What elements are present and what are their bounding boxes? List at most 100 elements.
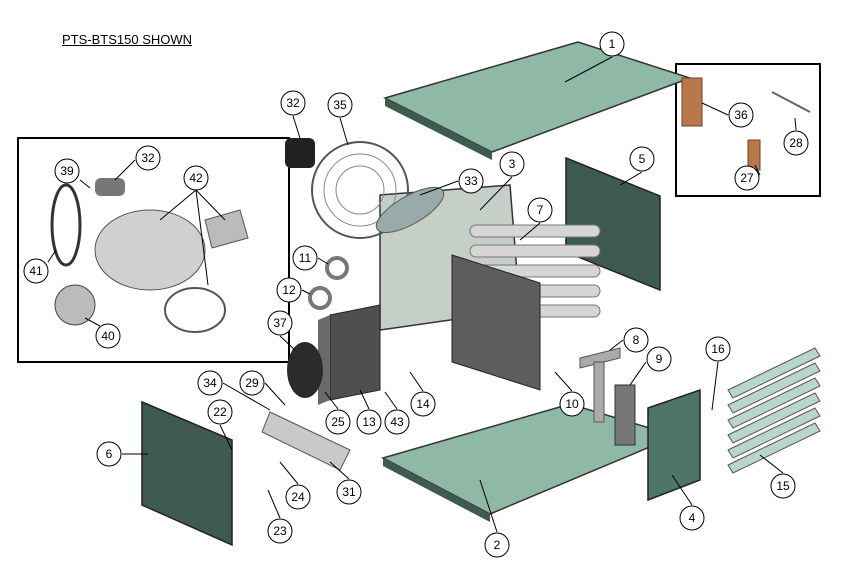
callout-13: 13 <box>356 389 382 435</box>
bracket <box>579 347 621 369</box>
callout-16: 16 <box>705 336 731 411</box>
callout-8: 8 <box>609 327 649 353</box>
fan-guard <box>311 141 409 239</box>
callout-39: 39 <box>54 158 91 189</box>
svg-text:9: 9 <box>656 352 663 366</box>
svg-text:37: 37 <box>273 316 287 330</box>
pulley <box>54 284 96 326</box>
svg-text:43: 43 <box>390 415 404 429</box>
svg-text:29: 29 <box>245 376 259 390</box>
callout-42: 42 <box>159 165 226 286</box>
callout-35: 35 <box>327 92 353 146</box>
callout-14: 14 <box>409 371 436 417</box>
louvers <box>727 347 821 474</box>
callout-2: 2 <box>479 479 510 558</box>
svg-text:13: 13 <box>362 415 376 429</box>
svg-text:25: 25 <box>331 415 345 429</box>
callout-34: 34 <box>197 370 271 411</box>
blower-wheel <box>164 287 226 333</box>
side-panel <box>647 388 701 502</box>
callout-10: 10 <box>554 371 585 417</box>
svg-text:6: 6 <box>106 447 113 461</box>
fan-blade <box>375 186 445 234</box>
callout-9: 9 <box>629 346 672 386</box>
callout-28: 28 <box>783 117 809 156</box>
svg-text:5: 5 <box>639 152 646 166</box>
svg-text:15: 15 <box>776 479 790 493</box>
svg-text:32: 32 <box>141 151 155 165</box>
callout-41: 41 <box>23 249 57 284</box>
svg-text:8: 8 <box>633 333 640 347</box>
callout-25: 25 <box>324 391 351 435</box>
callout-1: 1 <box>564 31 625 83</box>
callout-4: 4 <box>671 474 705 531</box>
svg-text:36: 36 <box>734 108 748 122</box>
gasket-ring-11 <box>325 256 349 280</box>
blower-inset-box <box>17 137 290 363</box>
svg-text:27: 27 <box>740 171 754 185</box>
control-plate <box>681 77 703 127</box>
svg-text:10: 10 <box>565 397 579 411</box>
belt <box>50 183 82 267</box>
callout-33: 33 <box>419 168 484 196</box>
svg-text:39: 39 <box>60 164 74 178</box>
svg-text:2: 2 <box>494 538 501 552</box>
svg-text:16: 16 <box>711 342 725 356</box>
part-9 <box>614 384 636 446</box>
svg-text:40: 40 <box>101 329 115 343</box>
callout-7: 7 <box>519 197 553 241</box>
svg-text:7: 7 <box>537 203 544 217</box>
callout-32-inset: 32 <box>114 145 161 181</box>
sensor-rod <box>771 91 811 113</box>
callout-5: 5 <box>619 146 655 186</box>
callout-12: 12 <box>276 277 311 303</box>
svg-text:1: 1 <box>609 37 616 51</box>
blower-bracket <box>204 209 249 249</box>
bottom-panel-edge <box>383 458 490 522</box>
callout-3: 3 <box>479 151 525 211</box>
callout-31: 31 <box>329 461 362 505</box>
svg-text:23: 23 <box>273 524 287 538</box>
svg-text:4: 4 <box>689 511 696 525</box>
svg-text:35: 35 <box>333 98 347 112</box>
motor <box>285 138 315 168</box>
svg-text:12: 12 <box>282 283 296 297</box>
access-door <box>141 400 233 547</box>
svg-text:42: 42 <box>189 171 203 185</box>
controls-inset-box <box>675 63 821 197</box>
callout-27: 27 <box>734 164 761 191</box>
control-board <box>261 411 351 471</box>
callout-29: 29 <box>239 370 286 406</box>
svg-text:41: 41 <box>29 264 43 278</box>
callout-15: 15 <box>759 454 796 499</box>
svg-text:22: 22 <box>213 405 227 419</box>
callout-37: 37 <box>267 310 296 351</box>
svg-text:11: 11 <box>299 251 312 265</box>
gasket-ring-12 <box>308 286 332 310</box>
top-panel-edge <box>385 98 492 160</box>
burner <box>287 342 323 398</box>
svg-text:28: 28 <box>789 136 803 150</box>
svg-text:32: 32 <box>286 96 300 110</box>
coil-header-plate <box>451 254 541 391</box>
callout-40: 40 <box>84 317 121 349</box>
svg-text:34: 34 <box>203 376 217 390</box>
svg-text:33: 33 <box>464 174 478 188</box>
callout-24: 24 <box>279 461 311 510</box>
diagram-title: PTS-BTS150 SHOWN <box>62 32 193 47</box>
svg-text:31: 31 <box>342 485 356 499</box>
callout-32: 32 <box>280 90 306 139</box>
blower-housing <box>94 209 206 291</box>
callout-22: 22 <box>207 399 233 451</box>
callout-36: 36 <box>701 102 754 128</box>
svg-text:14: 14 <box>416 397 430 411</box>
inset-motor <box>95 178 125 196</box>
callout-43: 43 <box>384 391 410 435</box>
callout-11: 11 <box>292 245 329 271</box>
callout-23: 23 <box>267 489 293 544</box>
callout-6: 6 <box>96 441 148 467</box>
svg-text:3: 3 <box>509 157 516 171</box>
